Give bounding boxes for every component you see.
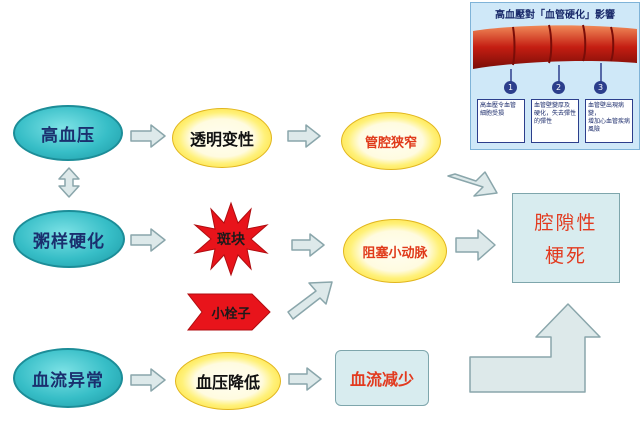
inset-illustration: 高血壓對「血管硬化」影響 1 2 3 高血壓令血管 細胞受損 血管壁變厚及 硬化… <box>470 2 640 150</box>
node-atherosclerosis: 粥样硬化 <box>13 210 125 268</box>
inset-marker-2: 2 <box>552 81 565 94</box>
burst-icon <box>193 201 269 277</box>
node-lacunar-infarct: 腔隙性 梗死 <box>512 193 620 283</box>
node-lumen-narrowing: 管腔狭窄 <box>341 112 441 170</box>
node-hypertension: 高血压 <box>13 105 123 161</box>
node-bp-decrease: 血压降低 <box>175 352 281 410</box>
arrow-right-icon <box>287 124 321 148</box>
arrow-right-icon <box>455 229 496 261</box>
arrow-right-icon <box>130 368 166 392</box>
inset-note-2: 血管壁變厚及 硬化，失去彈性 的彈性 <box>531 99 579 143</box>
chevron-arrow-icon <box>186 293 271 331</box>
arrow-right-icon <box>288 367 322 391</box>
node-blood-flow-abnormal: 血流异常 <box>13 348 123 408</box>
double-arrow-icon <box>58 167 80 198</box>
inset-marker-1: 1 <box>504 81 517 94</box>
node-plaque: 斑块 <box>193 201 269 277</box>
node-microthrombus: 小栓子 <box>186 293 271 331</box>
node-arteriole-blockage: 阻塞小动脉 <box>343 219 447 283</box>
node-flow-decrease: 血流减少 <box>335 350 429 406</box>
bent-arrow-icon <box>469 303 601 393</box>
arrow-diagonal-icon <box>287 281 333 320</box>
arrow-right-icon <box>130 124 166 148</box>
inset-marker-3: 3 <box>594 81 607 94</box>
arrow-right-icon <box>130 228 166 252</box>
node-hyaline-degeneration: 透明变性 <box>172 108 272 168</box>
arrow-right-icon <box>291 233 325 257</box>
inset-note-3: 血管壁出現病變， 增加心血管疾病 風險 <box>585 99 633 143</box>
arrow-diagonal-icon <box>447 171 498 197</box>
inset-title: 高血壓對「血管硬化」影響 <box>495 10 615 21</box>
inset-note-1: 高血壓令血管 細胞受損 <box>477 99 525 143</box>
